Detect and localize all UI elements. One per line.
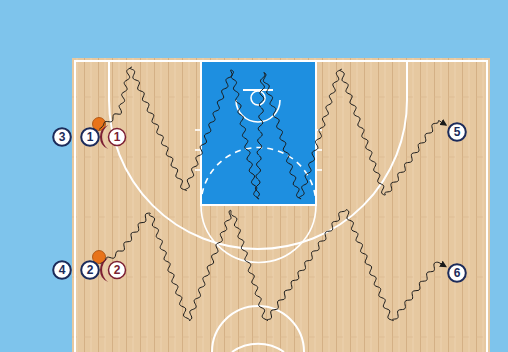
player-number: 1	[114, 131, 121, 143]
rim	[251, 91, 265, 105]
dribble-path	[100, 209, 445, 320]
player-circle-outline	[448, 264, 466, 282]
player-number: 1	[87, 131, 94, 143]
player-circle: 2	[80, 260, 100, 280]
hash-mark	[195, 169, 201, 171]
player-circle: 5	[447, 122, 467, 142]
player-number: 4	[59, 264, 66, 276]
player-circle-outline	[53, 261, 71, 279]
center-circle-outer	[212, 306, 304, 352]
hash-mark	[316, 129, 322, 131]
player-number: 3	[59, 131, 66, 143]
player-number: 6	[454, 267, 461, 279]
player-number: 5	[454, 126, 461, 138]
defender-circle	[109, 262, 126, 279]
center-circle	[232, 344, 284, 352]
player-circle-outline	[81, 128, 99, 146]
defender-marker: 2	[107, 260, 127, 280]
defender-marker: 1	[107, 127, 127, 147]
player-circle: 3	[52, 127, 72, 147]
defender-circle	[109, 129, 126, 146]
free-throw-circle-dashed	[201, 148, 316, 205]
paint-key	[201, 61, 316, 205]
defender-crescent	[100, 258, 108, 282]
three-point-line	[109, 61, 407, 249]
player-circle: 1	[80, 127, 100, 147]
free-throw-circle	[201, 205, 316, 262]
player-number: 2	[114, 264, 121, 276]
player-circle: 6	[447, 263, 467, 283]
player-number: 2	[87, 264, 94, 276]
restricted-arc	[236, 100, 280, 122]
hash-mark	[316, 149, 322, 151]
hash-mark	[195, 149, 201, 151]
court-boundary	[75, 61, 487, 352]
player-circle-outline	[448, 123, 466, 141]
floor	[72, 58, 490, 352]
player-circle-outline	[81, 261, 99, 279]
dribble-path	[99, 67, 446, 199]
player-circle-outline	[53, 128, 71, 146]
hash-mark	[316, 169, 322, 171]
defender-crescent	[100, 125, 108, 149]
player-circle: 4	[52, 260, 72, 280]
hash-mark	[195, 129, 201, 131]
